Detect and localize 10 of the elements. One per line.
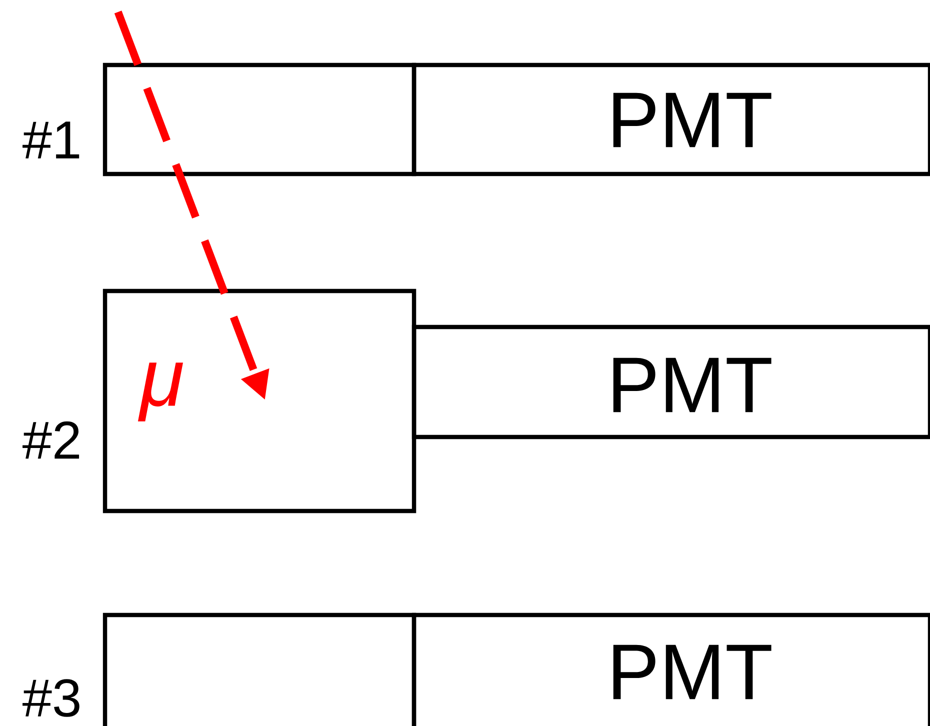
node-label: PMT	[613, 358, 772, 412]
node-label: PMT	[613, 92, 772, 148]
row-number: #1	[22, 122, 80, 158]
edge-label: μ	[138, 362, 184, 422]
node-label: PMT	[613, 644, 772, 700]
pmt-box	[412, 324, 930, 440]
pmt-box	[412, 62, 930, 176]
row-number: #2	[22, 421, 80, 459]
pmt-box	[412, 612, 930, 726]
scintillator-box	[102, 288, 416, 514]
